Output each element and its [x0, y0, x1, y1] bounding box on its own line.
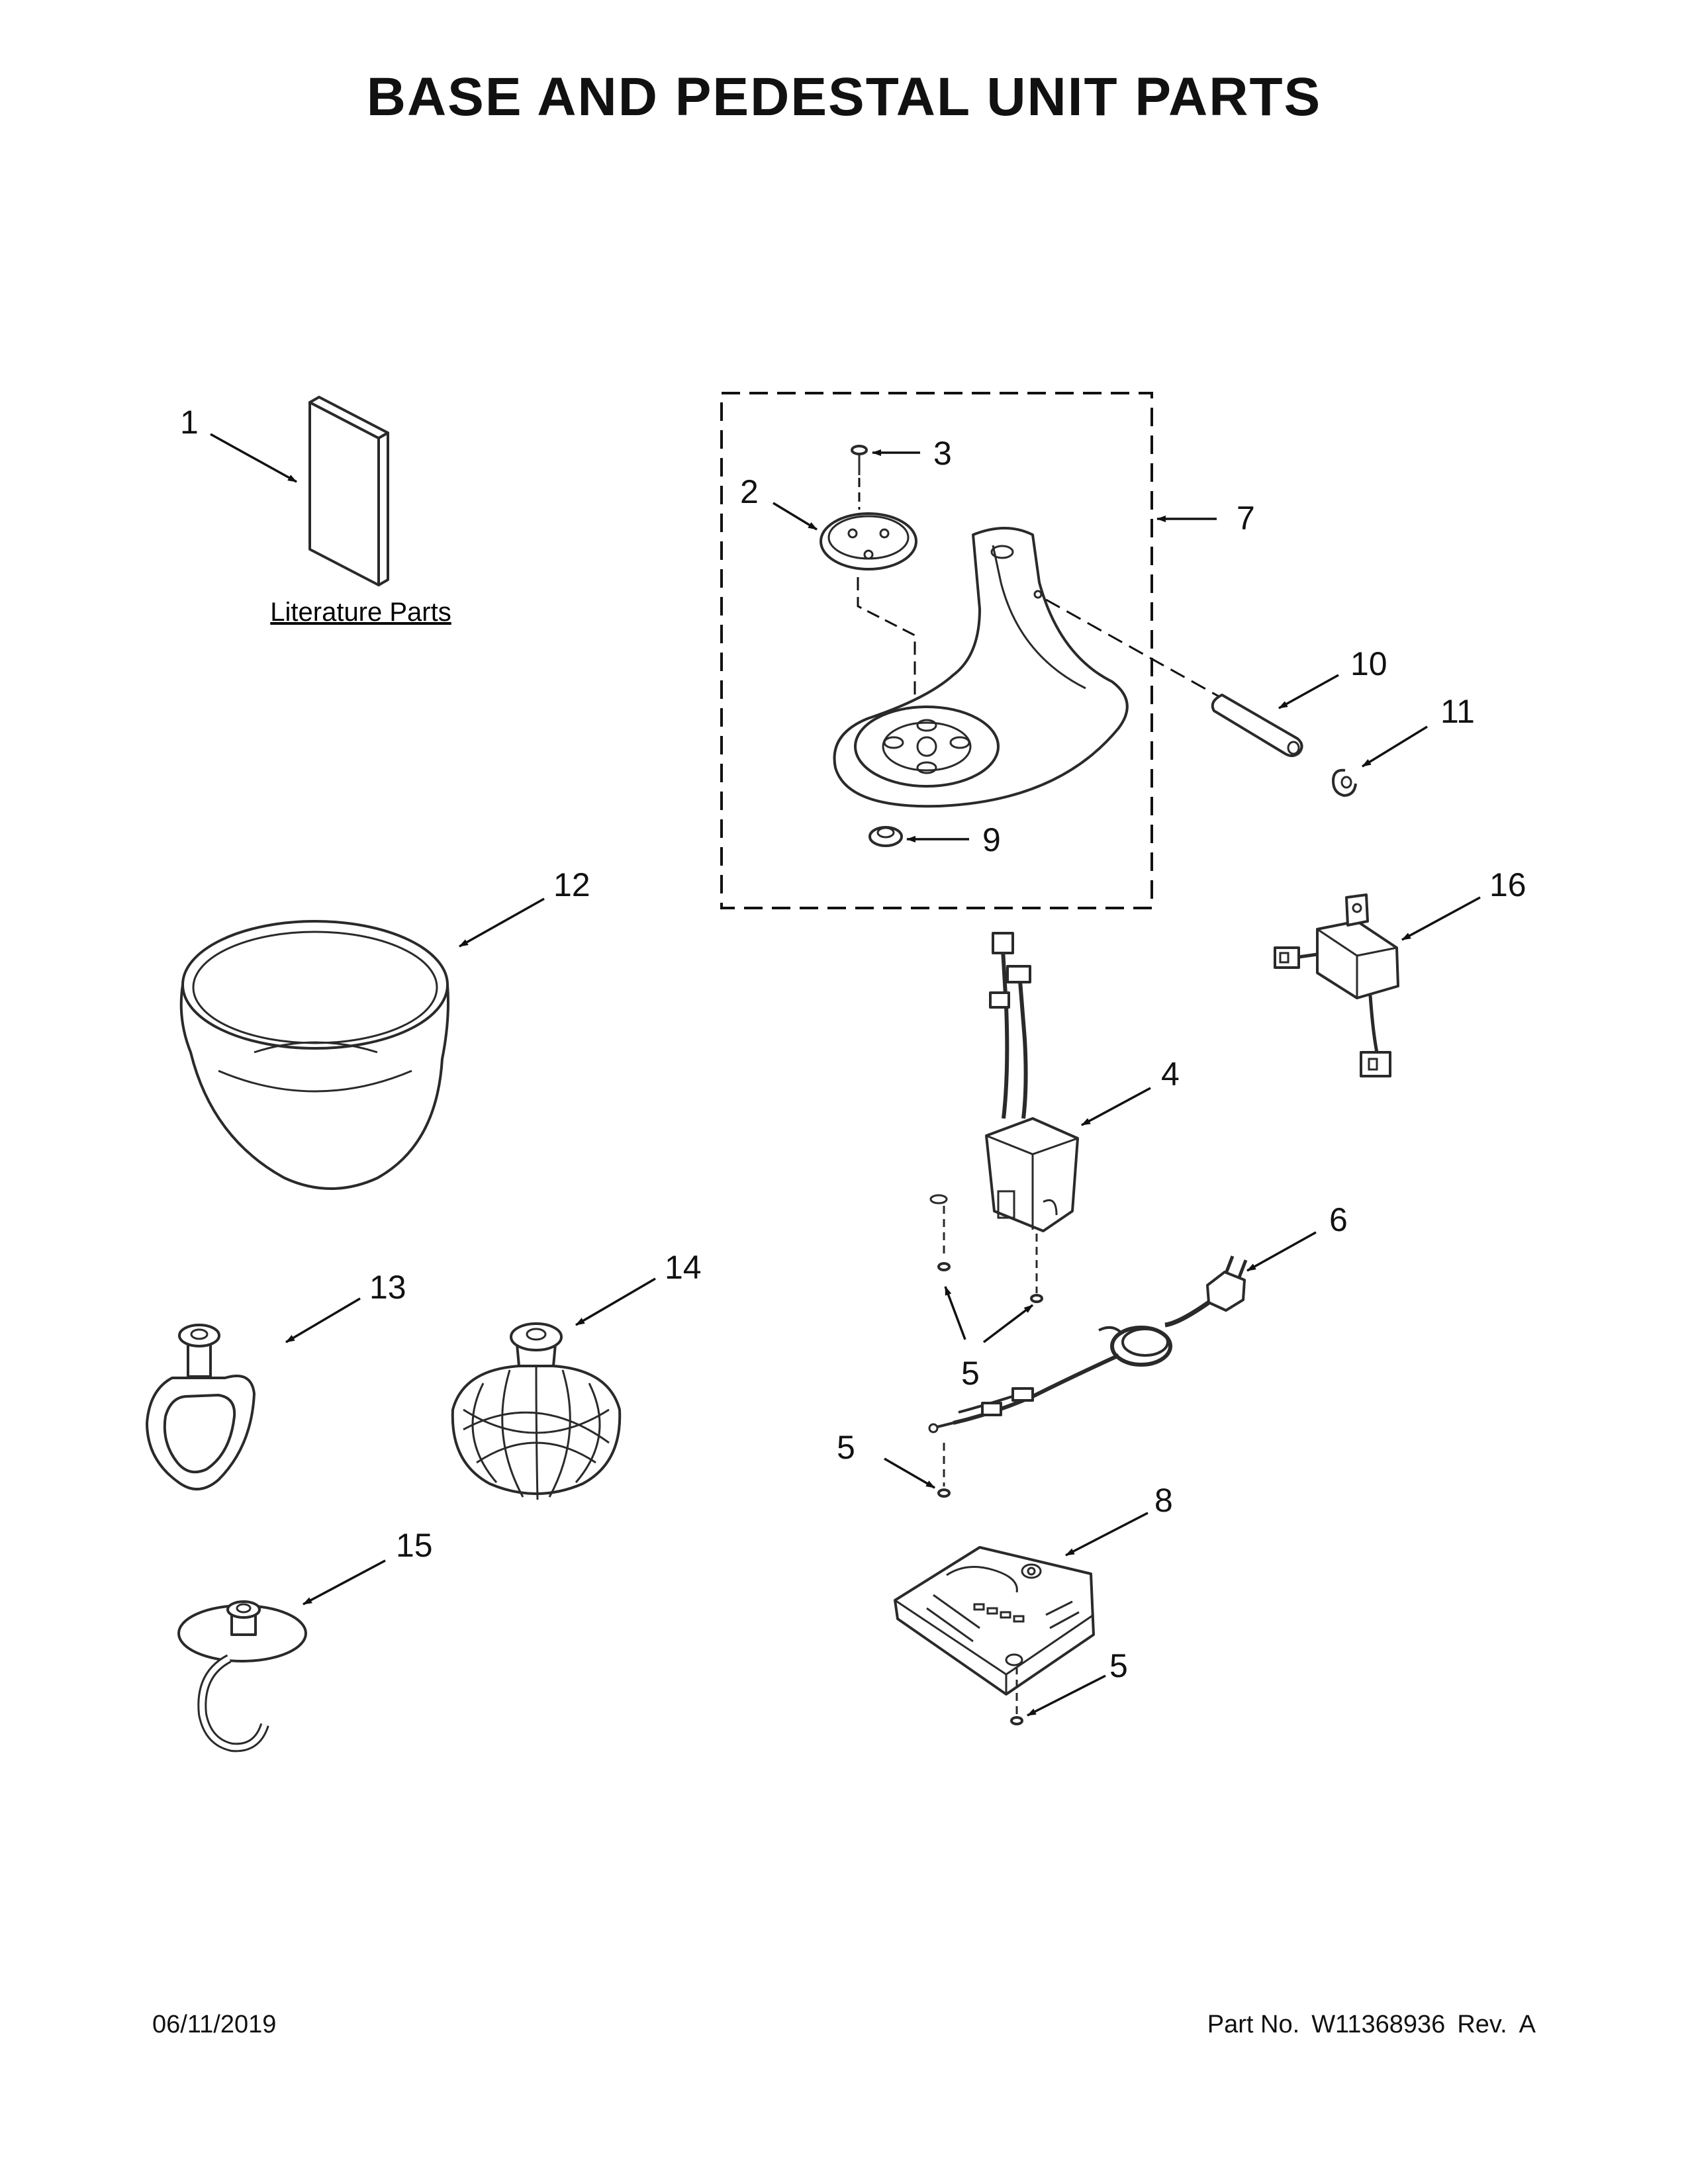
callout-13: 13: [369, 1269, 406, 1306]
electronic-module-part-16: [1274, 893, 1399, 1077]
mixing-bowl-part-12: [179, 920, 449, 1190]
callout-12: 12: [553, 866, 590, 903]
callout-arrow-8: [1065, 1512, 1149, 1557]
callout-arrow-5c: [1027, 1674, 1106, 1717]
callout-arrow-6: [1246, 1231, 1317, 1272]
footer-part-number: Part No. W11368936 Rev. A: [1196, 2011, 1536, 2039]
foot-part-9: [868, 826, 903, 847]
callout-2: 2: [740, 473, 759, 510]
callout-arrow-5b: [884, 1457, 935, 1489]
callout-16: 16: [1489, 866, 1526, 903]
flat-beater-part-13: [146, 1324, 256, 1491]
literature-booklet: [308, 396, 389, 586]
rev-value: A: [1519, 2011, 1536, 2038]
callout-14: 14: [665, 1249, 702, 1286]
callout-3: 3: [933, 435, 952, 472]
literature-parts-label[interactable]: Literature Parts: [270, 598, 451, 627]
callout-arrow-5a-right: [982, 1304, 1034, 1343]
callout-6: 6: [1329, 1201, 1348, 1238]
screw-part-5-upper: [929, 1194, 1043, 1303]
footer-date: 06/11/2019: [152, 2011, 277, 2038]
pedestal-base: [833, 527, 1129, 808]
callout-arrow-2: [773, 502, 818, 531]
callout-1: 1: [180, 404, 199, 441]
callout-7: 7: [1237, 500, 1255, 537]
callout-arrow-4: [1081, 1087, 1151, 1126]
screw-part-5-lower: [1010, 1666, 1023, 1725]
callout-5-middle: 5: [837, 1429, 855, 1466]
part-no-value: W11368936: [1311, 2011, 1446, 2038]
retaining-clip-part-11: [1332, 768, 1357, 797]
power-cord-part-6: [928, 1255, 1248, 1433]
screw-part-5-middle: [937, 1443, 951, 1498]
callout-arrow-16: [1401, 896, 1481, 941]
callout-4: 4: [1161, 1056, 1180, 1093]
callout-arrow-5a-left: [944, 1286, 966, 1340]
callout-8: 8: [1154, 1482, 1173, 1519]
callout-11: 11: [1440, 693, 1475, 730]
rev-label: Rev.: [1457, 2011, 1507, 2038]
speed-control-part-4: [985, 932, 1079, 1232]
callout-arrow-12: [459, 897, 545, 948]
callout-15: 15: [396, 1527, 433, 1564]
base-plate-part-8: [894, 1546, 1095, 1696]
callout-arrow-1: [210, 433, 297, 483]
callout-5-lower: 5: [1109, 1647, 1128, 1684]
callout-arrow-10: [1278, 674, 1339, 709]
page-title: BASE AND PEDESTAL UNIT PARTS: [366, 67, 1322, 127]
plate-dash-line: [857, 577, 916, 741]
screw-part-3: [851, 445, 868, 475]
callout-5-upper: 5: [961, 1355, 980, 1392]
pin-dash-line: [1045, 598, 1224, 700]
callout-arrow-15: [303, 1559, 386, 1606]
callout-10: 10: [1350, 645, 1387, 682]
callout-arrow-11: [1362, 725, 1428, 768]
callout-arrow-13: [285, 1297, 361, 1343]
dough-hook-part-15: [177, 1600, 307, 1752]
callout-9: 9: [982, 821, 1001, 858]
hinge-pin-part-10: [1211, 694, 1303, 757]
cover-plate-part-2: [820, 512, 917, 570]
part-no-label: Part No.: [1207, 2011, 1300, 2038]
wire-whip-part-14: [451, 1322, 622, 1500]
callout-arrow-14: [575, 1277, 656, 1326]
